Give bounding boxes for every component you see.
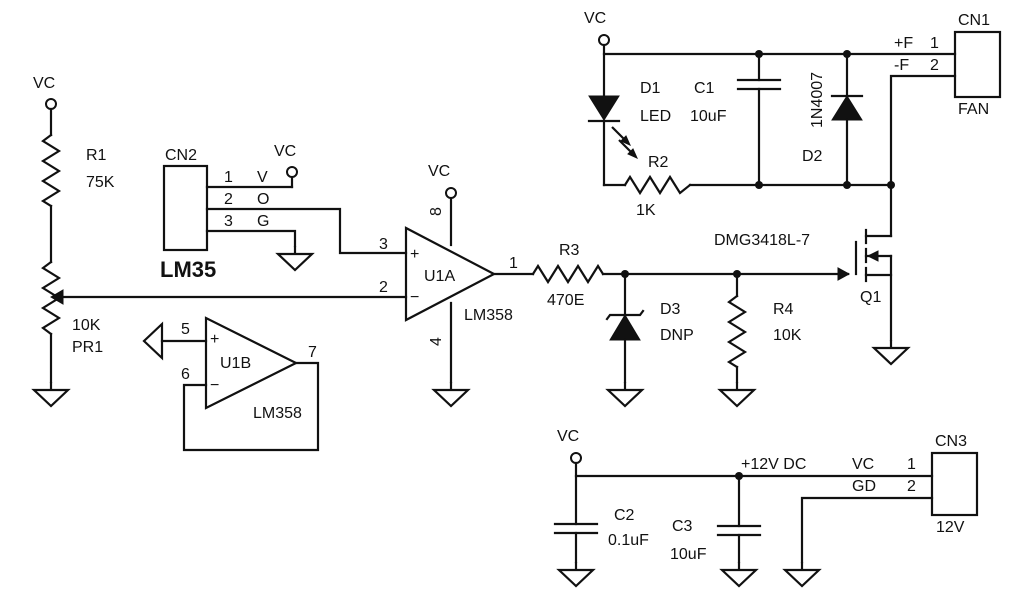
r2-ref: R2	[648, 154, 669, 171]
d2-ref: D2	[802, 148, 823, 165]
q1-part: DMG3418L-7	[714, 232, 810, 249]
cn3-pin2-num: 2	[907, 478, 916, 495]
cn1-ref: CN1	[958, 12, 990, 29]
connector-cn3: CN3 12V VC 1 GD 2	[852, 433, 979, 536]
resistor-r3: R3 470E	[531, 242, 605, 309]
opamp-u1b: + − U1B LM358 5 6 7	[181, 316, 317, 422]
power-net-label: +12V DC	[741, 456, 806, 473]
capacitor-c2: C2 0.1uF	[553, 507, 649, 564]
diode-d2: 1N4007 D2	[802, 52, 864, 187]
u1b-pin6: 6	[181, 366, 190, 383]
zener-diode-d3: D3 DNP	[605, 272, 694, 384]
ground-symbol	[720, 560, 758, 588]
r2-value: 1K	[636, 202, 656, 219]
u1b-pin7: 7	[308, 344, 317, 361]
ground-symbol	[276, 244, 314, 272]
ground-symbol	[557, 560, 595, 588]
d2-value: 1N4007	[809, 72, 826, 128]
u1b-minus-sign: −	[210, 377, 219, 394]
cn3-ref: CN3	[935, 433, 967, 450]
pr1-value: 10K	[72, 317, 101, 334]
u1a-plus-sign: +	[410, 246, 419, 263]
d1-value: LED	[640, 108, 671, 125]
ground-symbol	[718, 380, 756, 408]
cn1-pin2-name: -F	[894, 57, 909, 74]
cn3-pin1-name: VC	[852, 456, 874, 473]
resistor-r2: R2 1K	[623, 154, 692, 219]
u1a-minus-sign: −	[410, 289, 419, 306]
u1a-pin3: 3	[379, 236, 388, 253]
mosfet-q1: DMG3418L-7 Q1	[714, 228, 893, 306]
u1a-pin4: 4	[428, 337, 445, 346]
ground-symbol	[142, 321, 164, 361]
u1b-ref: U1B	[220, 355, 251, 372]
u1a-ref: U1A	[424, 268, 455, 285]
vc-supply-r1: VC	[33, 75, 57, 137]
ground-symbol	[783, 560, 821, 588]
c3-ref: C3	[672, 518, 693, 535]
cn1-pin2-num: 2	[930, 57, 939, 74]
cn2-pin3-name: G	[257, 213, 269, 230]
cn1-label: FAN	[958, 101, 989, 118]
c2-ref: C2	[614, 507, 635, 524]
c1-ref: C1	[694, 80, 715, 97]
ground-symbol	[32, 380, 70, 408]
c3-value: 10uF	[670, 546, 707, 563]
resistor-r1: R1 75K	[40, 133, 115, 208]
q1-ref: Q1	[860, 289, 881, 306]
u1a-part: LM358	[464, 307, 513, 324]
d1-ref: D1	[640, 80, 661, 97]
pr1-ref: PR1	[72, 339, 103, 356]
d3-ref: D3	[660, 301, 681, 318]
capacitor-c3: C3 10uF	[670, 474, 762, 564]
c2-value: 0.1uF	[608, 532, 649, 549]
vc-label: VC	[33, 75, 55, 92]
opamp-u1a: + − U1A LM358 3 2 1 8 4	[379, 207, 518, 346]
r4-value: 10K	[773, 327, 802, 344]
potentiometer-pr1: 10K PR1	[40, 260, 103, 356]
ground-symbol	[432, 380, 470, 408]
u1a-pin1: 1	[509, 255, 518, 272]
cn3-pin1-num: 1	[907, 456, 916, 473]
d3-value: DNP	[660, 327, 694, 344]
cn2-pin1-num: 1	[224, 169, 233, 186]
u1b-plus-sign: +	[210, 331, 219, 348]
capacitor-c1: C1 10uF	[690, 52, 782, 187]
vc-label: VC	[274, 143, 296, 160]
cn2-pin3-num: 3	[224, 213, 233, 230]
cn2-pin1-name: V	[257, 169, 268, 186]
u1b-part: LM358	[253, 405, 302, 422]
cn1-pin1-num: 1	[930, 35, 939, 52]
cn2-pin2-num: 2	[224, 191, 233, 208]
r4-ref: R4	[773, 301, 794, 318]
vc-label: VC	[557, 428, 579, 445]
r1-value: 75K	[86, 174, 115, 191]
r3-value: 470E	[547, 292, 584, 309]
u1a-pin2: 2	[379, 279, 388, 296]
cn3-label: 12V	[936, 519, 965, 536]
cn2-pin2-name: O	[257, 191, 269, 208]
u1b-pin5: 5	[181, 321, 190, 338]
connector-cn2: CN2 LM35 1 V 2 O 3 G	[160, 147, 269, 282]
resistor-r4: R4 10K	[726, 272, 802, 384]
cn3-pin2-name: GD	[852, 478, 876, 495]
r1-ref: R1	[86, 147, 107, 164]
u1a-pin8: 8	[428, 207, 445, 216]
connector-cn1: CN1 FAN +F 1 -F 2	[894, 12, 1002, 118]
cn2-ref: CN2	[165, 147, 197, 164]
led-d1: D1 LED	[587, 80, 671, 187]
cn2-part: LM35	[160, 257, 216, 282]
ground-symbol	[872, 338, 910, 366]
r3-ref: R3	[559, 242, 580, 259]
vc-label: VC	[584, 10, 606, 27]
cn1-pin1-name: +F	[894, 35, 913, 52]
ground-symbol	[606, 380, 644, 408]
c1-value: 10uF	[690, 108, 727, 125]
vc-label: VC	[428, 163, 450, 180]
